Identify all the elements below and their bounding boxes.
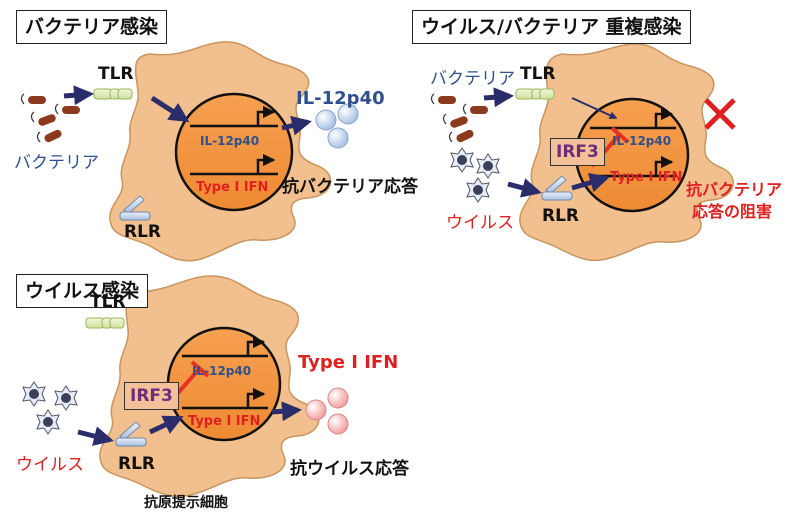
irf3-label: IRF3 <box>550 138 605 166</box>
virus-cluster <box>450 147 500 203</box>
bacteria-label: バクテリア <box>14 153 99 173</box>
virus-label: ウイルス <box>446 213 514 233</box>
inhibition-label-line2: 応答の阻害 <box>692 202 773 221</box>
bacteria-to-tlr-arrow <box>63 85 94 106</box>
anti-viral-response-label: 抗ウイルス応答 <box>290 459 409 479</box>
type-i-ifn-gene-label: Type I IFN <box>188 414 261 429</box>
il12p40-gene-promoter <box>590 114 676 130</box>
virus-to-rlr-arrow <box>77 426 114 446</box>
il12p40-gene-label: IL-12p40 <box>612 134 672 148</box>
il12p40-gene-promoter <box>182 342 268 358</box>
type-i-ifn-gene-promoter <box>182 394 268 410</box>
blocked-x-icon <box>704 98 736 130</box>
il12p40-gene-promoter <box>190 112 278 128</box>
nucleus-to-ifn-arrow <box>271 401 302 422</box>
il12p40-molecules <box>315 103 359 149</box>
il12p40-gene-label: IL-12p40 <box>192 364 252 378</box>
bacteria-cluster <box>20 93 80 143</box>
virus-to-rlr-arrow <box>507 178 542 198</box>
panel-title-viral: ウイルス感染 <box>16 274 149 308</box>
bacteria-to-tlr-arrow <box>483 87 514 108</box>
rlr-receptor <box>115 421 147 447</box>
antigen-presenting-cell-label: 抗原提示細胞 <box>144 495 228 511</box>
tlr-label: TLR <box>98 64 134 84</box>
type-i-ifn-product-label: Type I IFN <box>298 352 399 373</box>
tlr-receptor <box>515 88 555 100</box>
panel-title-coinfection: ウイルス/バクテリア 重複感染 <box>412 10 691 44</box>
bacteria-label: バクテリア <box>430 69 515 89</box>
tlr-label: TLR <box>520 64 556 84</box>
panel-bacterial <box>20 41 359 262</box>
virus-label: ウイルス <box>16 455 84 475</box>
rlr-label: RLR <box>118 454 156 474</box>
irf3-label: IRF3 <box>124 382 179 410</box>
tlr-receptor <box>85 317 125 329</box>
il12p40-gene-label: IL-12p40 <box>200 134 260 148</box>
anti-bacterial-response-label: 抗バクテリア応答 <box>282 177 418 197</box>
il12p40-product-label: IL-12p40 <box>296 88 385 109</box>
inhibition-label-line1: 抗バクテリア <box>686 180 783 199</box>
nucleus-to-il12p40-arrow <box>281 115 312 136</box>
panel-title-bacterial: バクテリア感染 <box>16 10 168 44</box>
rlr-to-nucleus-arrow <box>571 172 610 193</box>
rlr-receptor <box>119 195 151 221</box>
type-i-ifn-molecules <box>305 387 349 435</box>
tlr-label: TLR <box>90 292 126 312</box>
tlr-to-nucleus-arrow <box>150 95 190 123</box>
tlr-to-nucleus-arrow <box>571 97 618 119</box>
rlr-label: RLR <box>542 206 580 226</box>
virus-cluster <box>22 381 78 435</box>
type-i-ifn-gene-promoter <box>190 160 278 176</box>
rlr-to-nucleus-arrow <box>148 415 184 435</box>
bacteria-cluster <box>430 93 488 143</box>
rlr-receptor <box>541 175 573 201</box>
panel-coinfection <box>430 43 736 262</box>
type-i-ifn-gene-label: Type I IFN <box>610 170 683 185</box>
type-i-ifn-gene-label: Type I IFN <box>196 180 269 195</box>
rlr-label: RLR <box>124 222 162 242</box>
tlr-receptor <box>93 88 133 100</box>
